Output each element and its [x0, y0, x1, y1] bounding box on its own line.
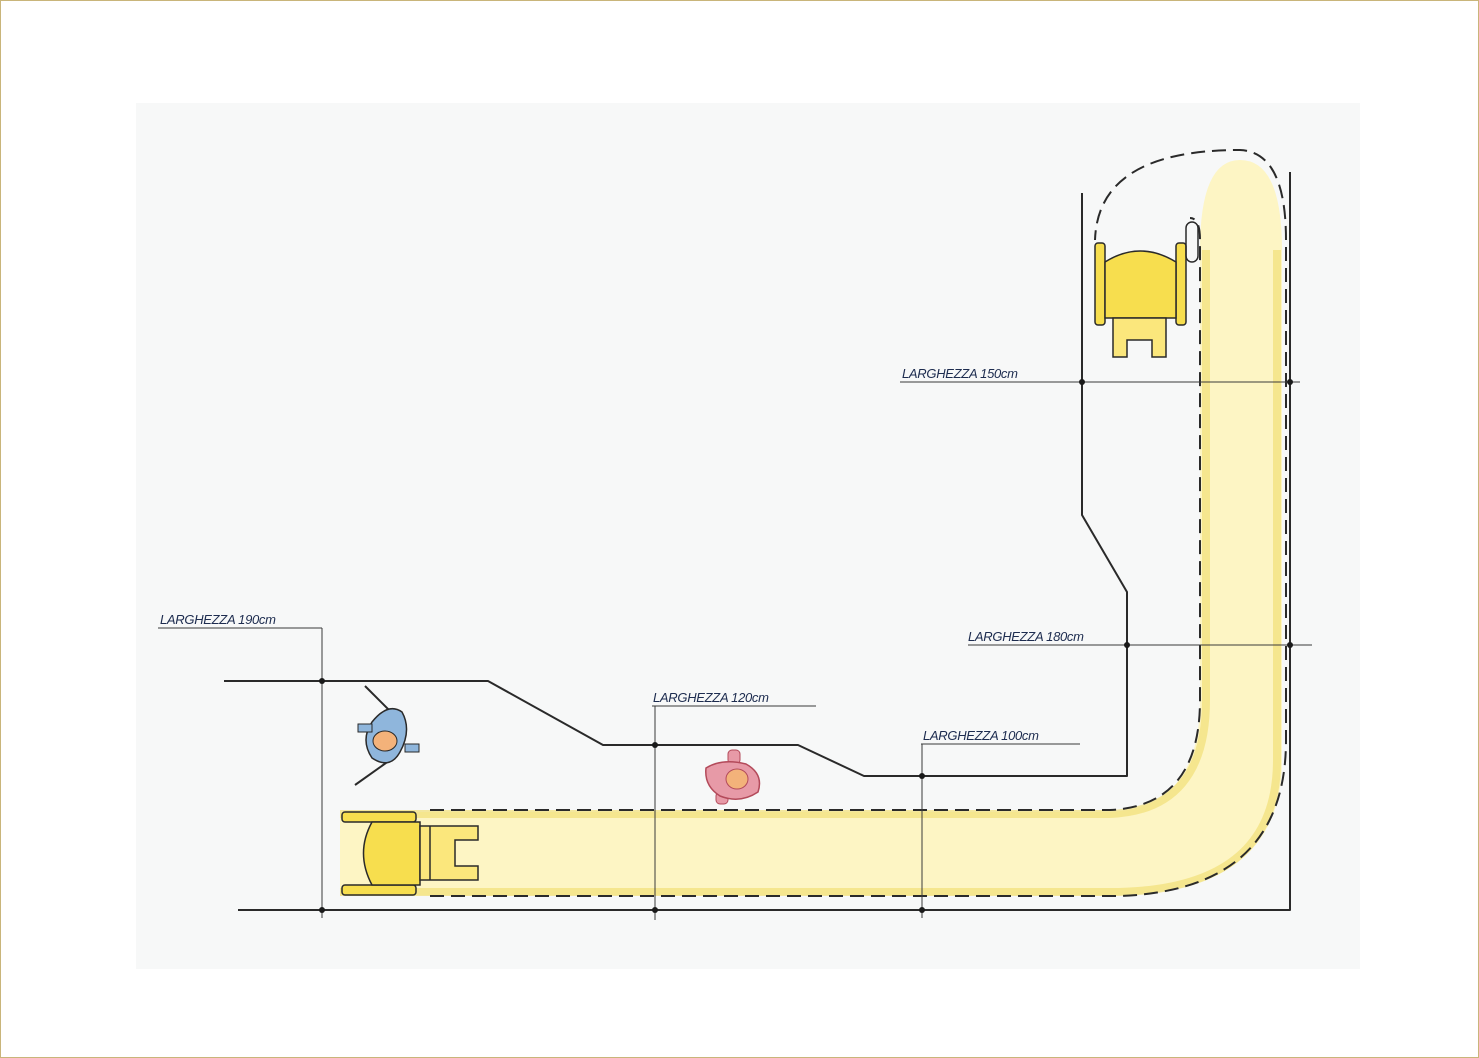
dimension-150: LARGHEZZA 150cm [900, 366, 1300, 385]
corridor-upper-wall [224, 193, 1128, 777]
wheelchair-path-zone-edge [340, 250, 1281, 896]
label-width-150: LARGHEZZA 150cm [902, 366, 1018, 381]
wheelchair-trajectory-inner [430, 217, 1201, 811]
dimension-180: LARGHEZZA 180cm [968, 629, 1312, 648]
label-width-120: LARGHEZZA 120cm [653, 690, 769, 705]
pedestrian-icon [705, 749, 761, 805]
pedestrian-icon-crutches [354, 685, 420, 786]
dimension-100: LARGHEZZA 100cm [919, 728, 1080, 918]
wheelchair-trajectory-outer [430, 148, 1287, 897]
dimension-190: LARGHEZZA 190cm [158, 612, 325, 918]
label-width-190: LARGHEZZA 190cm [160, 612, 276, 627]
label-width-180: LARGHEZZA 180cm [968, 629, 1084, 644]
wheelchair-icon-vertical [1094, 221, 1199, 358]
corridor-lower-wall [238, 172, 1291, 911]
wheelchair-icon [341, 811, 479, 896]
wheelchair-path-zone [340, 160, 1282, 895]
label-width-100: LARGHEZZA 100cm [923, 728, 1039, 743]
dimension-120: LARGHEZZA 120cm [652, 690, 816, 920]
